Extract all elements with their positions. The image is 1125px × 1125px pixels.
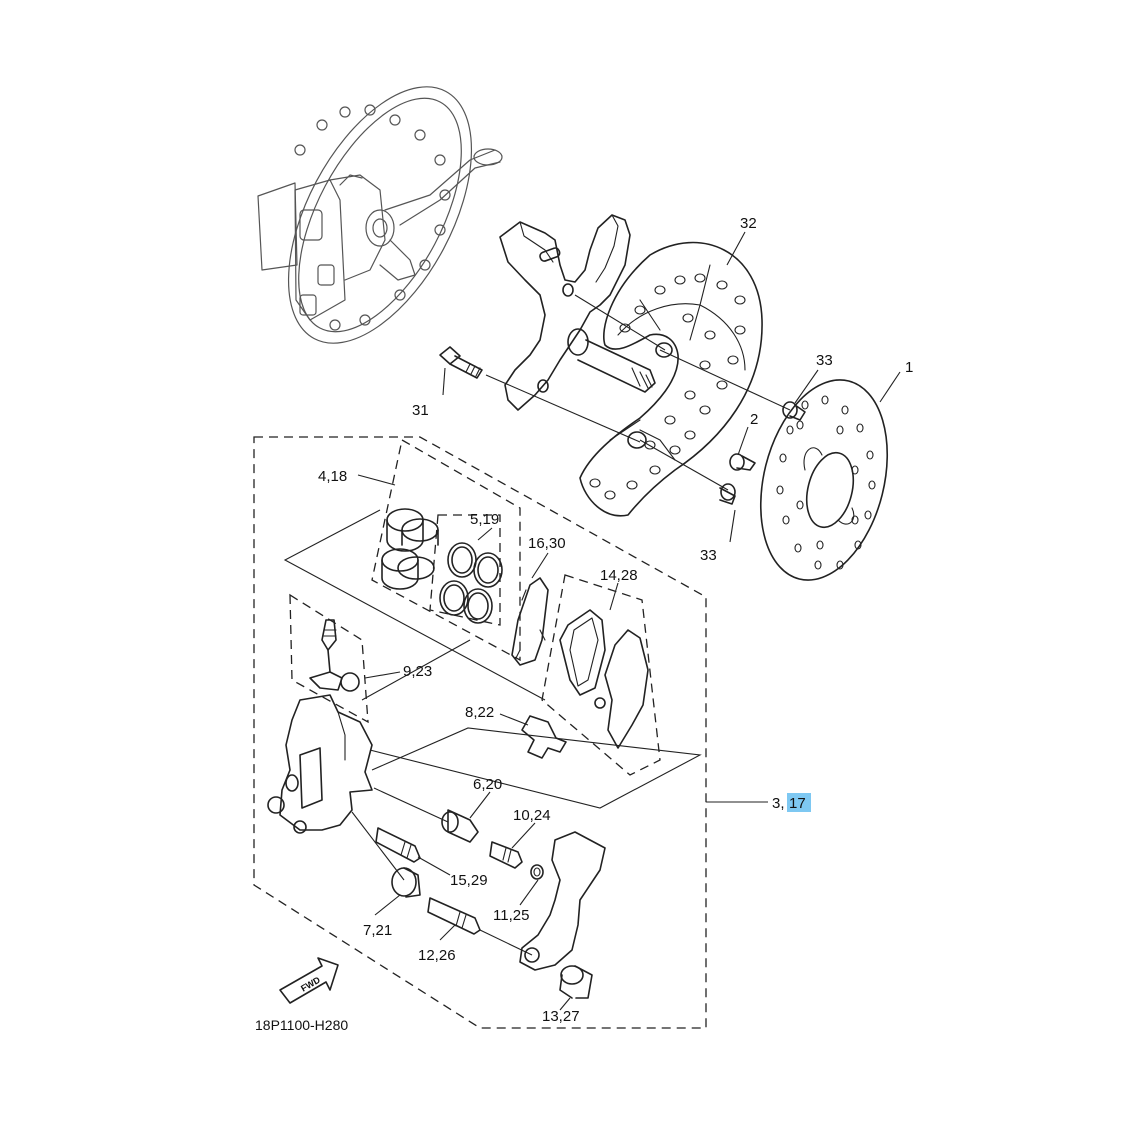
callout-9-23: 9,23 xyxy=(403,663,432,680)
drawing-code: 18P1100-H280 xyxy=(255,1017,348,1033)
callout-32: 32 xyxy=(740,215,757,232)
callout-4-18: 4,18 xyxy=(318,468,347,485)
piston-seals-5-19 xyxy=(439,542,503,624)
callout-labels: 32 33 1 2 31 33 4,18 5,19 16,30 14,28 9,… xyxy=(318,215,913,1025)
caliper-pistons-4-18 xyxy=(381,508,439,590)
pad-shim-16-30 xyxy=(511,577,549,666)
bolt-31 xyxy=(439,346,483,379)
bleed-valve-9-23 xyxy=(309,619,360,692)
caliper-body xyxy=(267,694,373,834)
callout-3: 3, xyxy=(772,795,785,812)
steering-knuckle xyxy=(499,214,656,411)
callout-2: 2 xyxy=(750,411,758,428)
callout-16-30: 16,30 xyxy=(528,535,566,552)
callout-17: 17 xyxy=(789,795,806,812)
screw-33-lower-axis-line xyxy=(639,439,729,491)
callout-leaders xyxy=(357,231,901,1011)
piston-group-boundary xyxy=(371,438,521,662)
pin-12-26 xyxy=(427,897,481,935)
screw-33-lower xyxy=(719,483,736,505)
slide-pin-15-29 xyxy=(375,827,421,863)
lower-guide-line xyxy=(361,639,471,701)
screw-33-upper xyxy=(782,401,806,421)
callout-13-27: 13,27 xyxy=(542,1008,580,1025)
seal-group-boundary xyxy=(429,514,501,626)
brake-disc-cover-32 xyxy=(579,241,763,517)
pad-group-boundary xyxy=(541,574,661,776)
pin-10-24 xyxy=(489,841,523,869)
callout-15-29: 15,29 xyxy=(450,872,488,889)
callout-8-22: 8,22 xyxy=(465,704,494,721)
pad-pin-guide-lines xyxy=(369,727,702,809)
bolt-31-axis-line xyxy=(485,374,641,443)
bleed-valve-group-boundary xyxy=(289,593,369,724)
callout-11-25: 11,25 xyxy=(493,907,529,924)
callout-31: 31 xyxy=(412,402,429,419)
screw-2 xyxy=(729,453,756,471)
callout-1: 1 xyxy=(905,359,913,376)
callout-10-24: 10,24 xyxy=(513,807,551,824)
callout-6-20: 6,20 xyxy=(473,776,502,793)
washer-11-25 xyxy=(530,864,544,880)
screw-33-axis-line xyxy=(659,349,791,411)
boot-7-21 xyxy=(351,811,421,898)
callout-17-highlight xyxy=(787,793,811,812)
callout-14-28: 14,28 xyxy=(600,567,638,584)
bolt-13-27 xyxy=(559,965,593,999)
forward-arrow-icon: FWD xyxy=(279,957,339,1004)
assembled-view-illustration xyxy=(257,86,503,344)
callout-7-21: 7,21 xyxy=(363,922,392,939)
caliper-bracket xyxy=(479,831,606,971)
callout-12-26: 12,26 xyxy=(418,947,456,964)
caliper-assembly-boundary xyxy=(253,436,707,1029)
callout-33-lower: 33 xyxy=(700,547,717,564)
callout-5-19: 5,19 xyxy=(470,511,499,528)
slide-bush-6-20 xyxy=(373,787,479,843)
brake-disc-1 xyxy=(759,379,889,581)
knuckle-axis-line xyxy=(574,294,666,351)
callout-33-upper: 33 xyxy=(816,352,833,369)
pad-spring-8-22 xyxy=(521,715,567,759)
upper-guide-lines xyxy=(283,509,546,701)
brake-pads-14-28 xyxy=(559,609,649,749)
